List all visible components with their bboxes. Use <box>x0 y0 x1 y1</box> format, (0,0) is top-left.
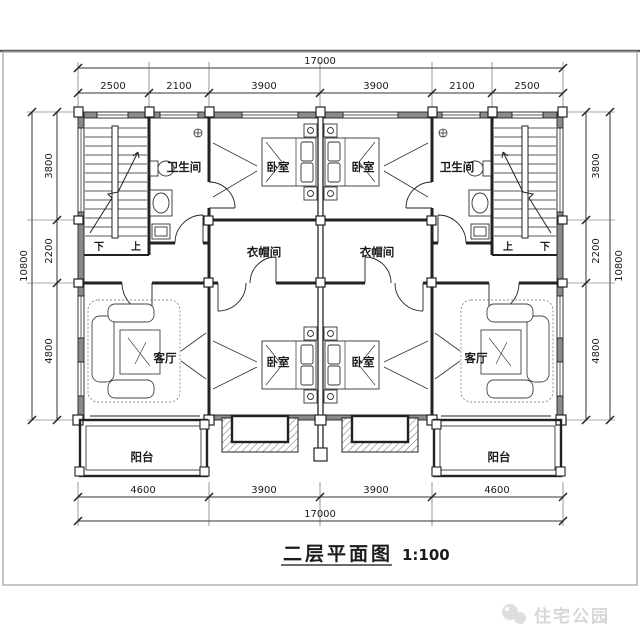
balcony-left <box>74 418 210 478</box>
balcony-right <box>431 418 566 478</box>
dimension-lines <box>31 67 611 522</box>
dimension-extension-lines <box>27 62 615 526</box>
room-labels: 卫生间 卫生间 卧室 卧室 卧室 卧室 衣帽间 衣帽间 客厅 客厅 阳台 阳台 … <box>94 160 550 464</box>
bed-top-right <box>323 123 380 201</box>
label-balcony-left: 阳台 <box>131 450 154 464</box>
bay-window-right <box>341 414 419 453</box>
title-text: 二层平面图 <box>283 543 393 565</box>
toilet-icon <box>482 160 492 177</box>
dim-bottom-seg-0: 4600 <box>130 485 155 496</box>
bathroom-fixtures-left <box>149 160 175 240</box>
dim-bottom-seg-3: 4600 <box>484 485 509 496</box>
dim-left-seg-1: 2200 <box>44 238 55 263</box>
label-balcony-right: 阳台 <box>488 450 511 464</box>
dimension-ticks <box>27 63 615 526</box>
label-stairs-left-down: 下 <box>94 241 104 253</box>
watermark-text: 住宅公园 <box>534 606 610 627</box>
dim-top-seg-4: 2100 <box>449 81 474 92</box>
door-bedroom-bottom-right <box>394 282 424 312</box>
label-closet-left: 衣帽间 <box>247 245 282 259</box>
top-wall-windows <box>96 111 544 119</box>
left-wall-windows <box>77 127 85 397</box>
label-bathroom-left: 卫生间 <box>167 160 202 174</box>
dim-top-seg-1: 2100 <box>166 81 191 92</box>
dim-bottom-seg-1: 3900 <box>251 485 276 496</box>
label-bedroom-top-right: 卧室 <box>352 160 375 174</box>
label-living-right: 客厅 <box>464 351 488 365</box>
dim-top-seg-2: 3900 <box>251 81 276 92</box>
dim-top-seg-3: 3900 <box>363 81 388 92</box>
dim-bottom-overall: 17000 <box>304 509 336 520</box>
label-living-left: 客厅 <box>153 351 177 365</box>
label-stairs-right-up: 上 <box>503 240 513 253</box>
toilet-icon <box>149 160 159 177</box>
door-closet-left <box>249 256 277 284</box>
door-bedroom-top-right <box>405 181 433 209</box>
label-bedroom-bottom-left: 卧室 <box>267 355 290 369</box>
door-bathroom-left <box>174 214 204 244</box>
balconies <box>74 414 566 478</box>
dim-left-overall: 10800 <box>19 250 30 282</box>
sofa-set-right <box>460 299 554 403</box>
dim-right-seg-1: 2200 <box>591 238 602 263</box>
drawing-title: 二层平面图 1:100 <box>281 543 450 566</box>
door-closet-right <box>364 256 392 284</box>
door-bedroom-top-left <box>208 181 236 209</box>
stairs-left <box>85 125 147 239</box>
label-stairs-left-up: 上 <box>131 240 141 253</box>
door-bathroom-right <box>437 214 467 244</box>
wall-vent-icons <box>193 128 448 138</box>
dim-top-overall: 17000 <box>304 56 336 67</box>
stairs-right <box>494 125 556 239</box>
title-scale: 1:100 <box>402 546 450 564</box>
dim-top-seg-0: 2500 <box>100 81 125 92</box>
dim-left-seg-2: 4800 <box>44 338 55 363</box>
label-stairs-right-down: 下 <box>540 241 550 253</box>
sofa-set-left <box>87 299 181 403</box>
dim-right-overall: 10800 <box>614 250 625 282</box>
watermark: 住宅公园 <box>502 604 610 627</box>
dim-right-seg-0: 3800 <box>591 153 602 178</box>
dim-left-seg-0: 3800 <box>44 153 55 178</box>
bed-bottom-right <box>323 326 380 404</box>
label-bedroom-bottom-right: 卧室 <box>352 355 375 369</box>
beds <box>261 123 380 404</box>
bathroom-fixtures-right <box>466 160 492 240</box>
dim-bottom-seg-2: 3900 <box>363 485 388 496</box>
bay-window-left <box>221 414 299 453</box>
dim-right-seg-2: 4800 <box>591 338 602 363</box>
watermark-logo-icon <box>502 604 526 624</box>
label-bathroom-right: 卫生间 <box>440 160 475 174</box>
bed-bottom-left <box>261 326 318 404</box>
right-wall-windows <box>556 127 564 397</box>
page-frame <box>0 49 640 586</box>
label-bedroom-top-left: 卧室 <box>267 160 290 174</box>
room-leader-lines <box>180 142 461 390</box>
label-closet-right: 衣帽间 <box>360 245 395 259</box>
dimension-labels: 17000 2500 2100 3900 3900 2100 2500 4600… <box>19 56 625 520</box>
dim-top-seg-5: 2500 <box>514 81 539 92</box>
door-bedroom-bottom-left <box>217 282 247 312</box>
bed-top-left <box>261 123 318 201</box>
